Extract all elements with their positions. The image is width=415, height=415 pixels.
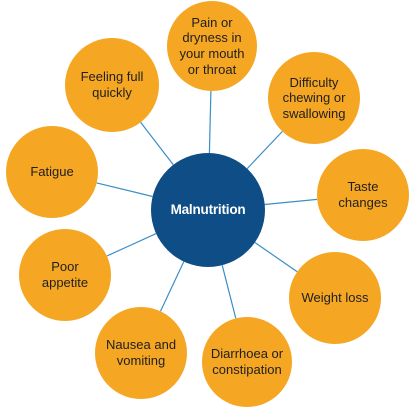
node-weight-loss: Weight loss [289,252,381,344]
node-fatigue: Fatigue [6,126,98,218]
connector-line-difficulty [246,130,283,170]
connector-line-full [140,121,174,166]
node-pain-dryness-label: Pain or dryness in your mouth or throat [179,14,245,77]
node-difficulty-chewing-label: Difficulty chewing or swallowing [282,74,346,121]
node-weight-loss-label: Weight loss [301,290,369,306]
node-diarrhoea-constipation-label: Diarrhoea or constipation [210,346,284,377]
node-taste-changes-label: Taste changes [338,179,388,210]
node-nausea-vomiting: Nausea and vomiting [95,307,187,399]
connector-line-appetite [106,233,157,257]
connector-line-fatigue [96,182,153,198]
connector-line-nausea [159,261,185,312]
node-poor-appetite-label: Poor appetite [41,259,89,290]
connector-line-weight [254,242,298,273]
node-feeling-full-label: Feeling full quickly [80,69,144,100]
node-fatigue-label: Fatigue [30,164,74,180]
node-difficulty-chewing: Difficulty chewing or swallowing [268,52,360,144]
connector-line-pain [208,90,212,154]
connector-line-taste [264,198,318,206]
node-nausea-vomiting-label: Nausea and vomiting [105,337,177,368]
center-node-label: Malnutrition [170,201,246,217]
node-taste-changes: Taste changes [317,149,409,241]
node-diarrhoea-constipation: Diarrhoea or constipation [202,317,292,407]
center-node-malnutrition: Malnutrition [151,153,265,267]
connector-line-diarrhoea [221,265,237,319]
node-feeling-full: Feeling full quickly [65,38,159,132]
node-pain-dryness: Pain or dryness in your mouth or throat [167,1,257,91]
node-poor-appetite: Poor appetite [19,229,111,321]
